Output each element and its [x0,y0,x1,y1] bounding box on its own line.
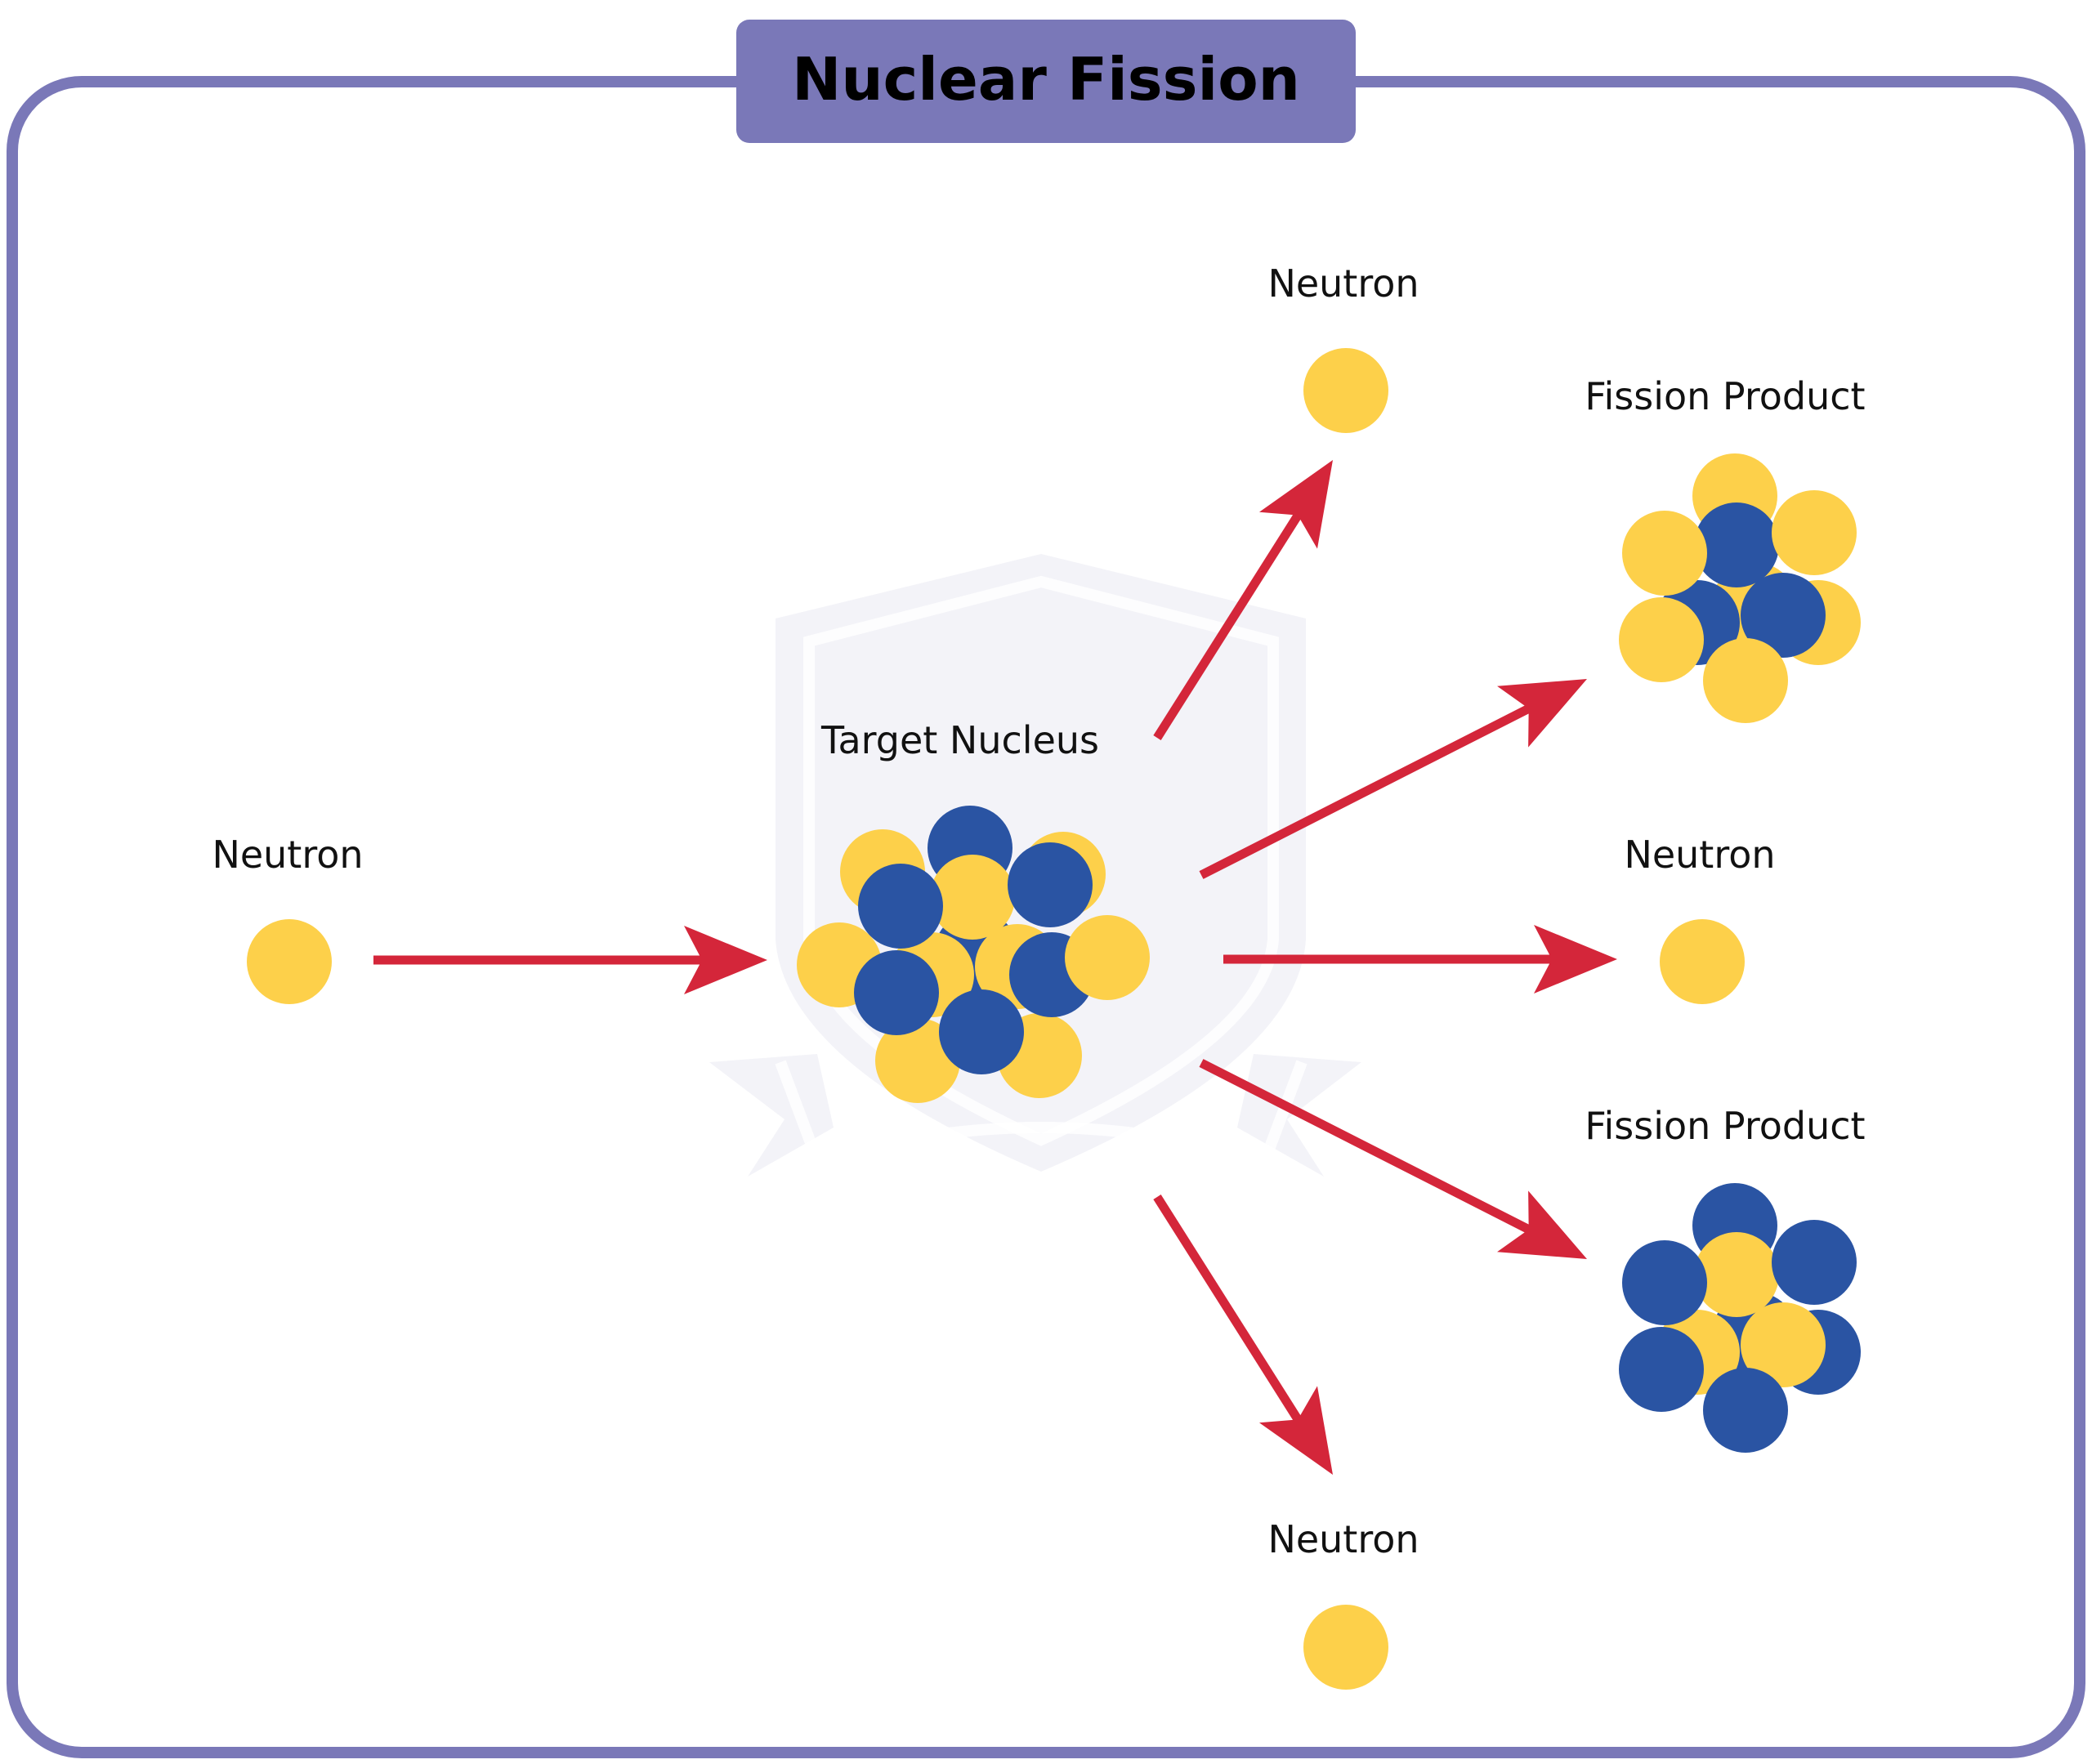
proton-particle [1741,573,1826,658]
target-nucleus [797,806,1150,1103]
arrowhead-icon [1258,460,1333,549]
arrow-shaft [1153,510,1304,740]
proton-particle [1619,1327,1704,1412]
neutron-particle [1303,1605,1388,1690]
arrows [373,460,1617,1475]
arrowhead-icon [684,926,767,994]
neutron-particle [1694,1232,1779,1317]
arrow-shaft [1199,703,1534,879]
neutron-particle [247,919,332,1004]
arrowhead-icon [1497,679,1587,748]
label-neutron-top: Neutron [1267,261,1419,306]
title-banner: Nuclear Fission [736,20,1356,143]
neutron-particle [875,1018,960,1103]
label-neutron-bottom: Neutron [1267,1517,1419,1561]
arrow-target-nucleus-to-fission-product-top [1199,679,1587,879]
arrowhead-icon [1497,1190,1587,1259]
particles [247,348,1861,1690]
label-target-nucleus: Target Nucleus [820,718,1099,762]
proton-particle [854,950,939,1035]
neutron-particle [1741,1302,1826,1387]
arrow-target-nucleus-to-neutron-right [1223,925,1617,994]
neutron-particle [1619,597,1704,682]
neutron-particle [1703,638,1788,723]
neutron-particle [930,855,1015,940]
incoming-neutron [247,919,332,1004]
arrow-incoming-neutron-to-target-nucleus [373,926,767,994]
arrow-target-nucleus-to-neutron-bottom [1153,1195,1333,1475]
neutron-particle [1772,490,1857,575]
neutron-right [1660,919,1745,1004]
neutron-top [1303,348,1388,433]
arrow-target-nucleus-to-fission-product-bottom [1199,1059,1587,1259]
proton-particle [939,989,1024,1074]
page-title: Nuclear Fission [792,45,1300,114]
arrow-target-nucleus-to-neutron-top [1153,460,1333,740]
neutron-particle [1303,348,1388,433]
arrowhead-icon [1258,1386,1333,1475]
fission-product-bottom [1619,1183,1861,1453]
label-incoming-neutron: Neutron [212,833,363,877]
proton-particle [1772,1220,1857,1305]
title-box [736,20,1356,143]
proton-particle [1008,842,1093,927]
label-fission-product-top: Fission Product [1585,374,1865,418]
proton-particle [858,864,943,949]
arrow-shaft [1199,1059,1534,1235]
fission-product-top [1619,453,1861,723]
neutron-particle [1065,915,1150,1000]
proton-particle [1703,1368,1788,1453]
neutron-particle [1660,919,1745,1004]
proton-particle [1694,502,1779,587]
neutron-bottom [1303,1605,1388,1690]
label-neutron-right: Neutron [1624,833,1775,877]
proton-particle [1622,1240,1707,1325]
label-fission-product-bottom: Fission Product [1585,1104,1865,1148]
arrow-shaft [1153,1195,1304,1425]
neutron-particle [1622,511,1707,596]
arrowhead-icon [1534,925,1617,994]
